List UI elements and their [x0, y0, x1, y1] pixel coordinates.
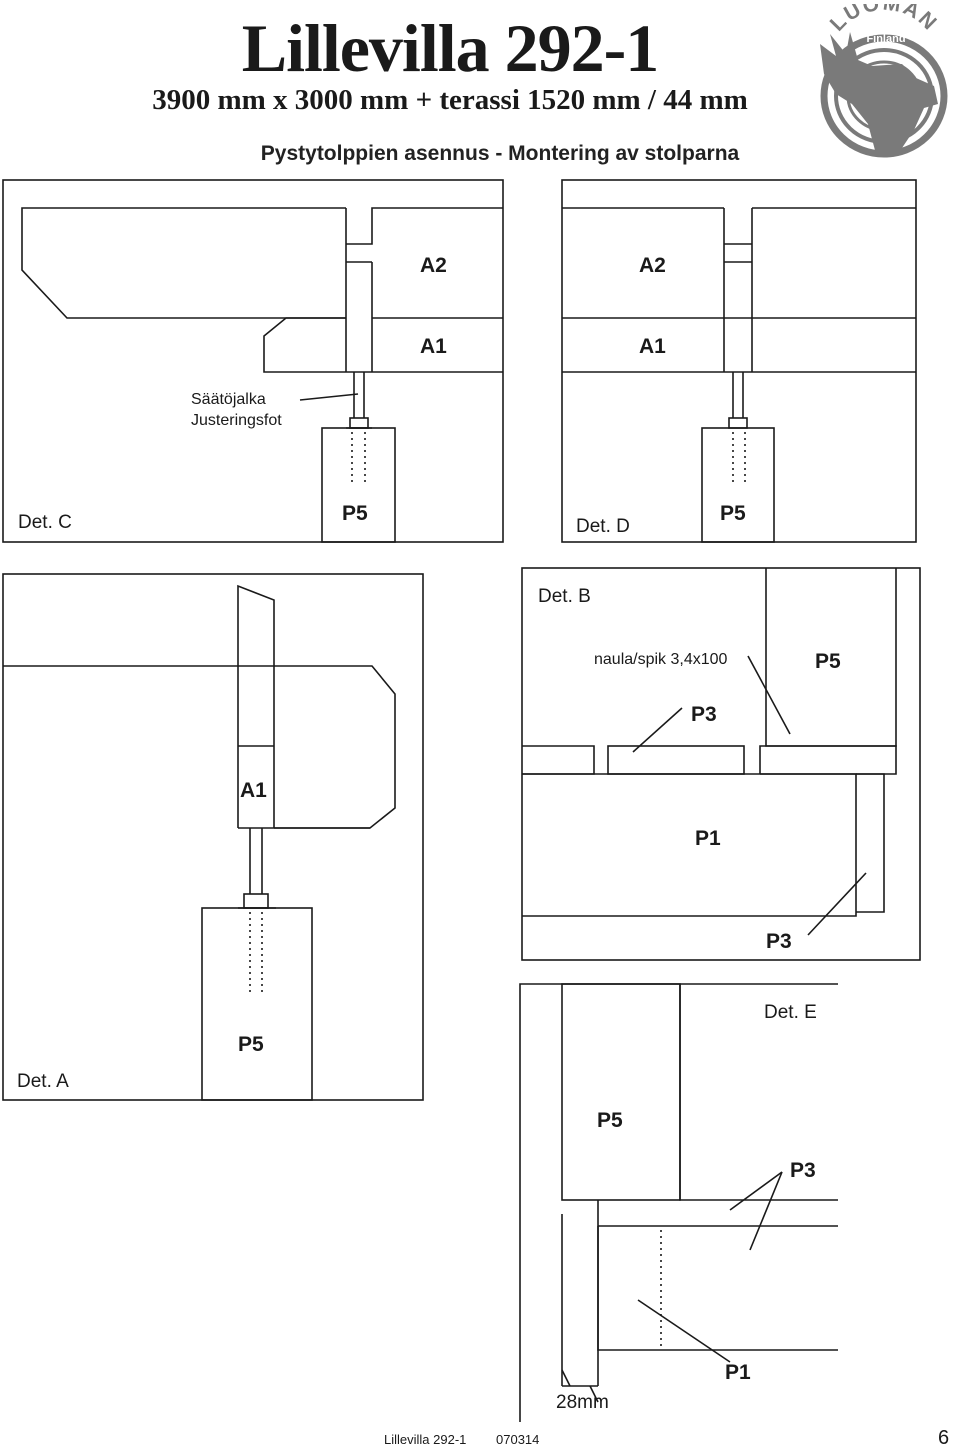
det-b-part-p1: P1 — [695, 827, 721, 850]
det-b-part-p5: P5 — [815, 650, 841, 673]
section-heading: Pystytolppien asennus - Montering av sto… — [260, 142, 740, 165]
det-d-label: Det. D — [576, 516, 630, 537]
page-number: 6 — [938, 1427, 950, 1449]
det-b-part-p3-bottom: P3 — [766, 930, 792, 953]
document-subtitle: 3900 mm x 3000 mm + terassi 1520 mm / 44… — [152, 84, 748, 116]
logo-country: Finland — [866, 33, 905, 45]
luoman-logo: LUOMAN Finland — [820, 4, 948, 158]
detail-c-drawing — [2, 179, 504, 543]
det-e-part-p5: P5 — [597, 1109, 623, 1132]
det-c-part-a1: A1 — [420, 335, 447, 358]
document-title: Lillevilla 292-1 — [241, 10, 660, 86]
det-c-part-p5: P5 — [342, 502, 368, 525]
det-b-nail-callout: naula/spik 3,4x100 — [594, 651, 728, 668]
det-e-label: Det. E — [764, 1002, 817, 1023]
det-a-part-p5: P5 — [238, 1033, 264, 1056]
detail-b-drawing — [521, 567, 921, 961]
det-c-callout-fi: Säätöjalka — [191, 391, 266, 408]
det-a-label: Det. A — [17, 1071, 69, 1092]
det-d-part-a1: A1 — [639, 335, 666, 358]
det-c-part-a2: A2 — [420, 254, 447, 277]
moose-silhouette-icon — [820, 32, 938, 154]
det-e-part-p3: P3 — [790, 1159, 816, 1182]
det-c-callout-sv: Justeringsfot — [191, 412, 282, 429]
det-d-part-a2: A2 — [639, 254, 666, 277]
detail-e-drawing — [519, 983, 838, 1422]
det-c-label: Det. C — [18, 512, 72, 533]
det-d-part-p5: P5 — [720, 502, 746, 525]
det-b-part-p3: P3 — [691, 703, 717, 726]
det-b-label: Det. B — [538, 586, 591, 607]
detail-d-drawing — [561, 179, 917, 543]
det-a-part-a1: A1 — [240, 779, 267, 802]
detail-a-drawing — [2, 573, 424, 1101]
footer-doc-name: Lillevilla 292-1 — [384, 1432, 467, 1447]
det-e-dimension: 28mm — [556, 1392, 609, 1413]
det-e-part-p1: P1 — [725, 1361, 751, 1384]
footer-code: 070314 — [496, 1432, 540, 1447]
